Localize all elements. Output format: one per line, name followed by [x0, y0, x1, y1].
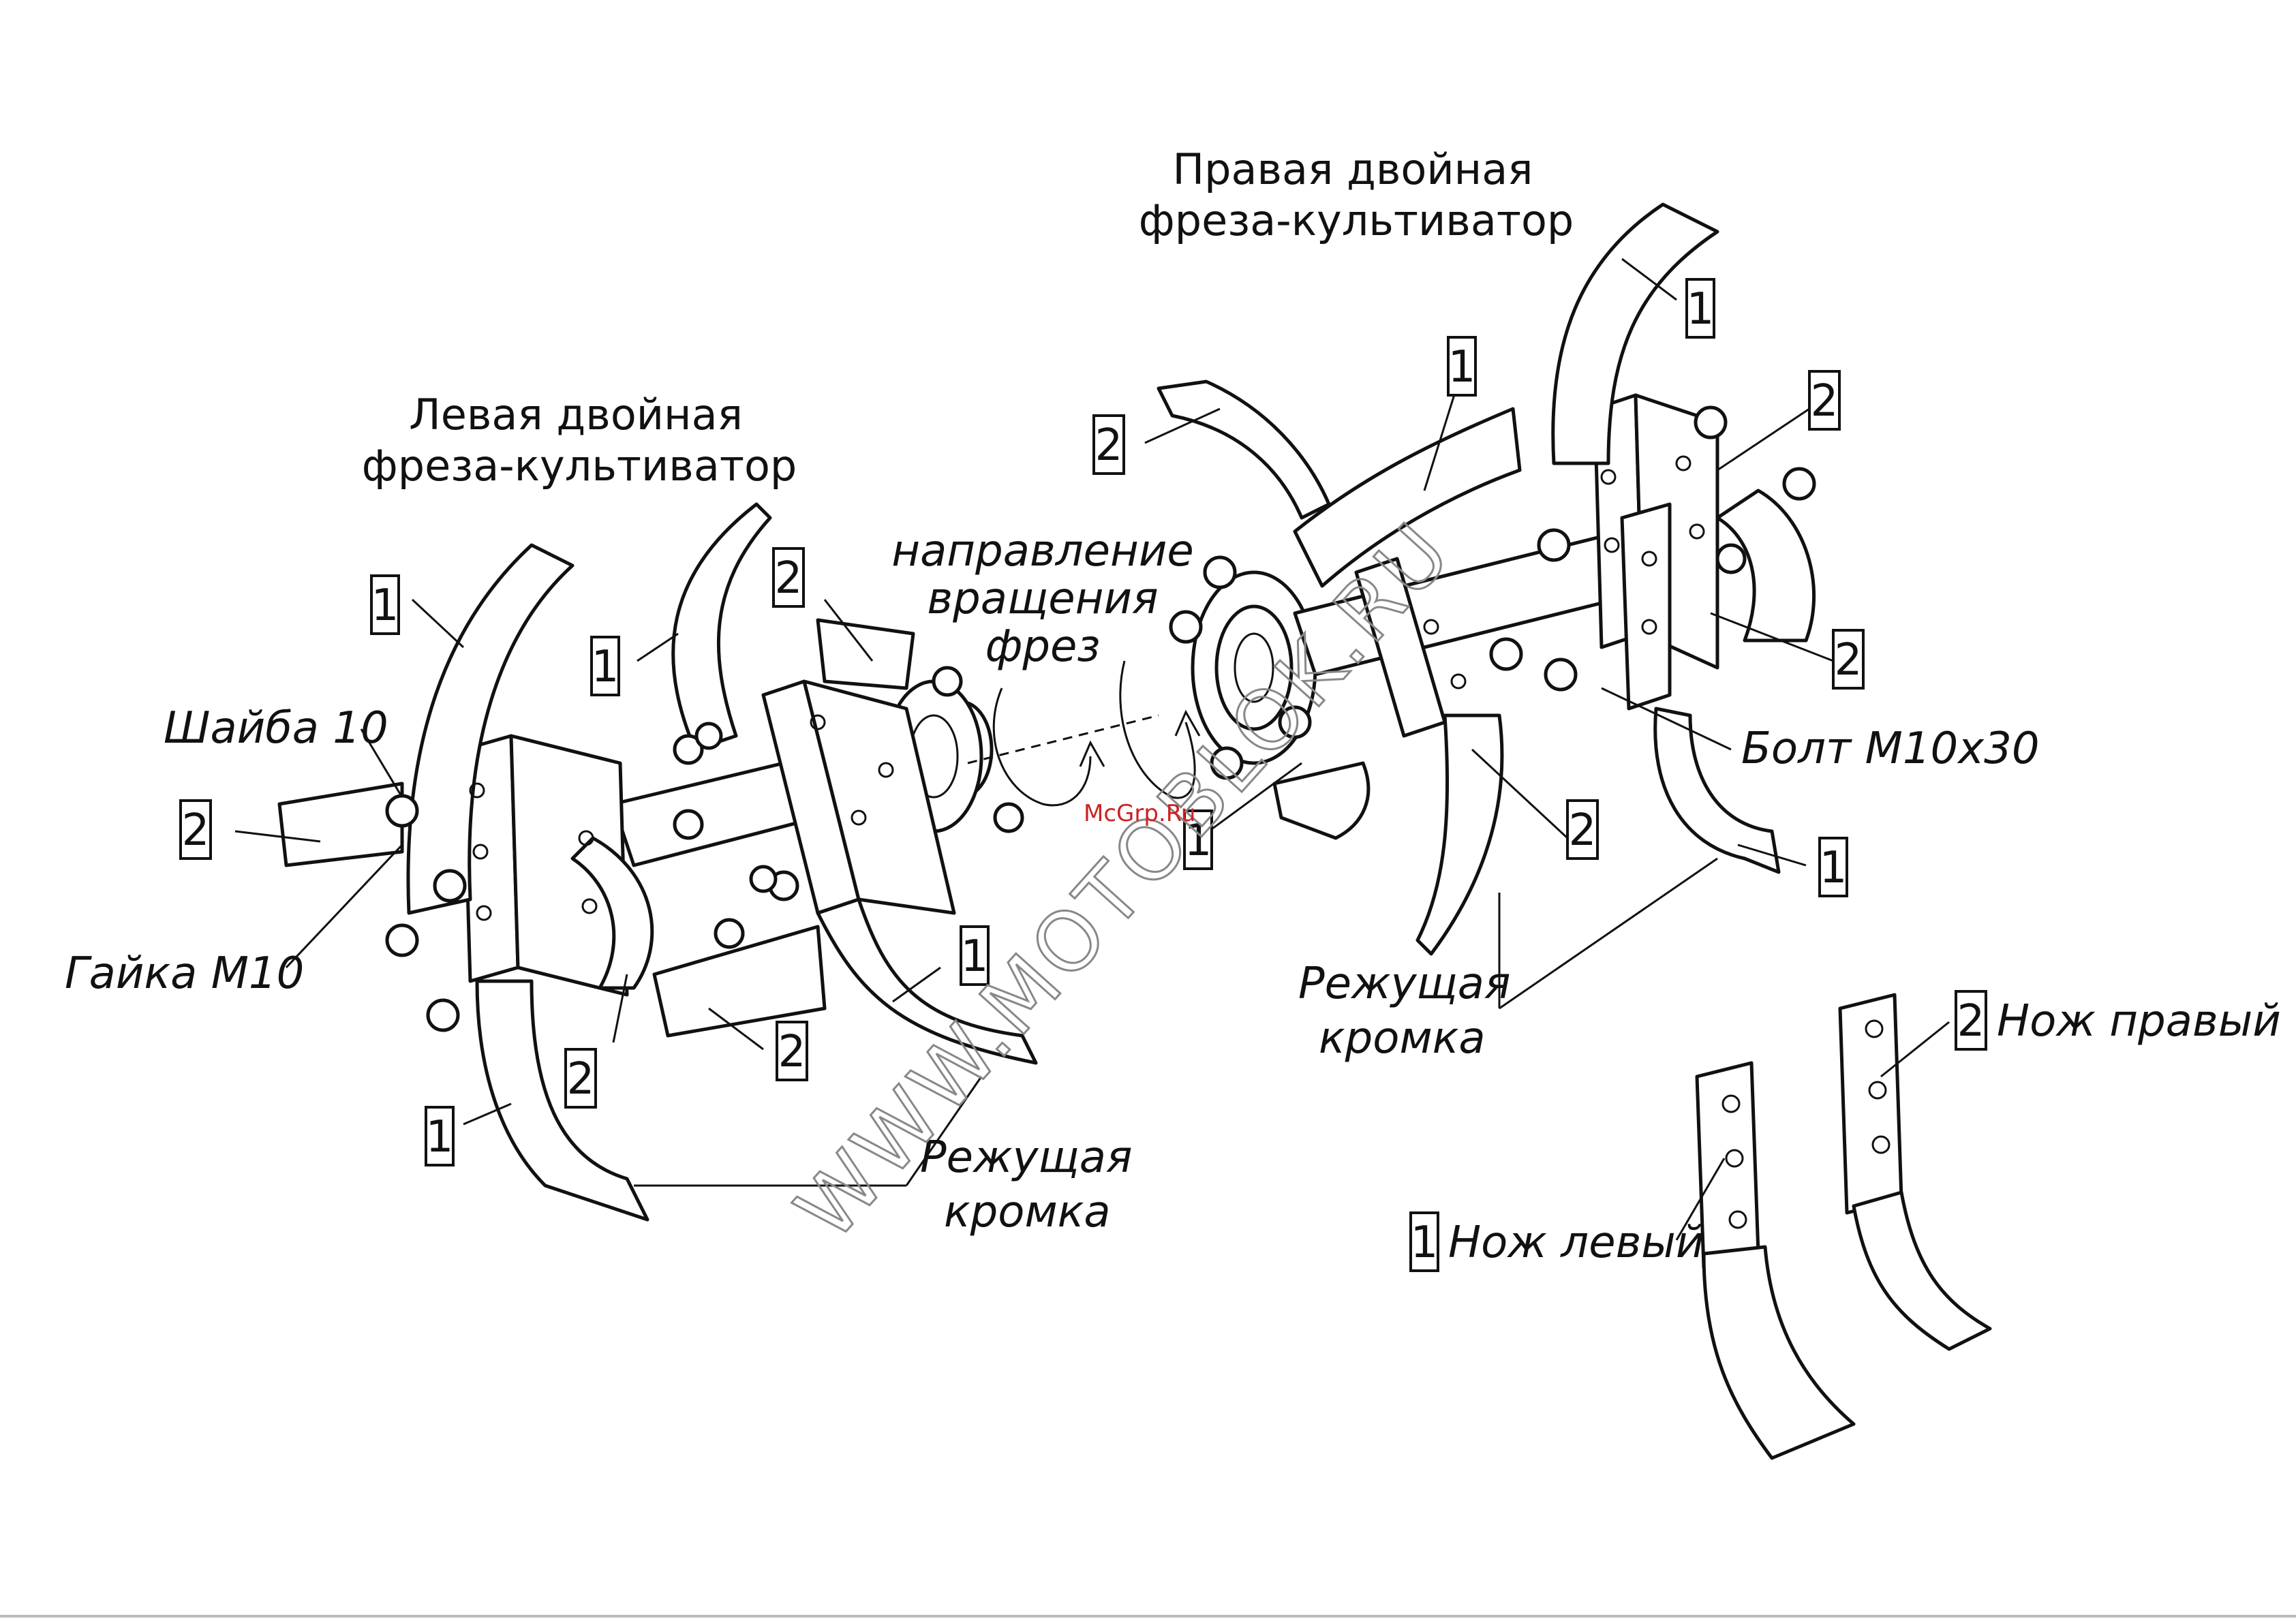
svg-text:2: 2 — [778, 1027, 806, 1077]
callout-2-right-down: 2 — [1567, 801, 1597, 859]
right-tiller-assembly — [1159, 204, 1814, 954]
labels: Левая двойная фреза-культиватор Правая д… — [65, 144, 2281, 1268]
knife-right-label: Нож правый — [1997, 996, 2281, 1047]
callout-2-left-bottom: 2 — [566, 1049, 596, 1107]
right-knife-down-1 — [1418, 715, 1502, 954]
callout-2-knife-right: 2 — [1956, 991, 1986, 1049]
rotation-label-line3: фрез — [985, 621, 1101, 672]
left-knife-bottom-outer — [477, 981, 647, 1220]
callout-1-left-bottom: 1 — [426, 1107, 454, 1165]
callout-2-right-side: 2 — [1833, 630, 1863, 688]
callout-2-right-outer: 2 — [1809, 371, 1839, 429]
knife-left-label: Нож левый — [1448, 1218, 1704, 1268]
rotation-label-line1: направление — [891, 526, 1194, 576]
svg-text:1: 1 — [1820, 843, 1848, 893]
callout-2-left-mid: 2 — [777, 1022, 807, 1080]
svg-text:2: 2 — [1095, 420, 1123, 471]
left-knife-top-inner — [673, 504, 770, 749]
right-knife-top-2 — [1159, 382, 1329, 518]
callout-1-right-top: 1 — [1448, 337, 1476, 395]
svg-text:1: 1 — [371, 581, 399, 631]
callout-1-left-inner: 1 — [592, 637, 619, 695]
callout-1-right-outer: 1 — [1687, 279, 1715, 337]
svg-text:1: 1 — [1687, 284, 1715, 335]
right-plate-side — [1622, 504, 1670, 709]
rotation-arrow-left-icon — [994, 688, 1090, 805]
svg-text:2: 2 — [1569, 805, 1597, 856]
right-cutting-edge-line1: Режущая — [1298, 959, 1511, 1009]
rotation-label-line2: вращения — [927, 574, 1158, 624]
svg-text:2: 2 — [1811, 376, 1839, 427]
svg-text:1: 1 — [426, 1112, 454, 1162]
callout-1-right-down: 1 — [1820, 838, 1848, 896]
svg-text:1: 1 — [592, 642, 619, 692]
right-title-line1: Правая двойная — [1173, 144, 1533, 194]
callout-1-knife-left: 1 — [1411, 1213, 1439, 1271]
left-knife-side — [279, 784, 402, 865]
svg-text:2: 2 — [567, 1054, 595, 1104]
washer-label: Шайба 10 — [164, 703, 388, 754]
svg-text:2: 2 — [182, 805, 210, 856]
callout-1-left-top: 1 — [371, 576, 399, 634]
right-knife-low — [1274, 763, 1368, 838]
knife-left-detail — [1697, 1063, 1854, 1458]
right-cutting-edge-line2: кромка — [1319, 1013, 1486, 1064]
svg-text:2: 2 — [1957, 996, 1985, 1047]
callout-2-left-side: 2 — [181, 801, 211, 859]
left-title-line2: фреза-культиватор — [362, 441, 797, 491]
svg-text:1: 1 — [1448, 342, 1476, 392]
svg-text:2: 2 — [1835, 635, 1863, 685]
svg-text:2: 2 — [775, 553, 803, 604]
left-knife-blade — [818, 620, 913, 688]
left-cutting-edge-line2: кромка — [944, 1187, 1111, 1237]
left-title-line1: Левая двойная — [409, 390, 743, 439]
callout-2-right-top: 2 — [1094, 416, 1124, 474]
callout-2-left-inner: 2 — [774, 548, 803, 606]
nut-label: Гайка М10 — [65, 948, 304, 999]
watermark-mcgrp: McGrp.Ru — [1084, 800, 1195, 827]
right-title-line2: фреза-культиватор — [1139, 196, 1574, 245]
svg-text:1: 1 — [1411, 1218, 1439, 1268]
bolt-label: Болт М10х30 — [1741, 724, 2040, 774]
